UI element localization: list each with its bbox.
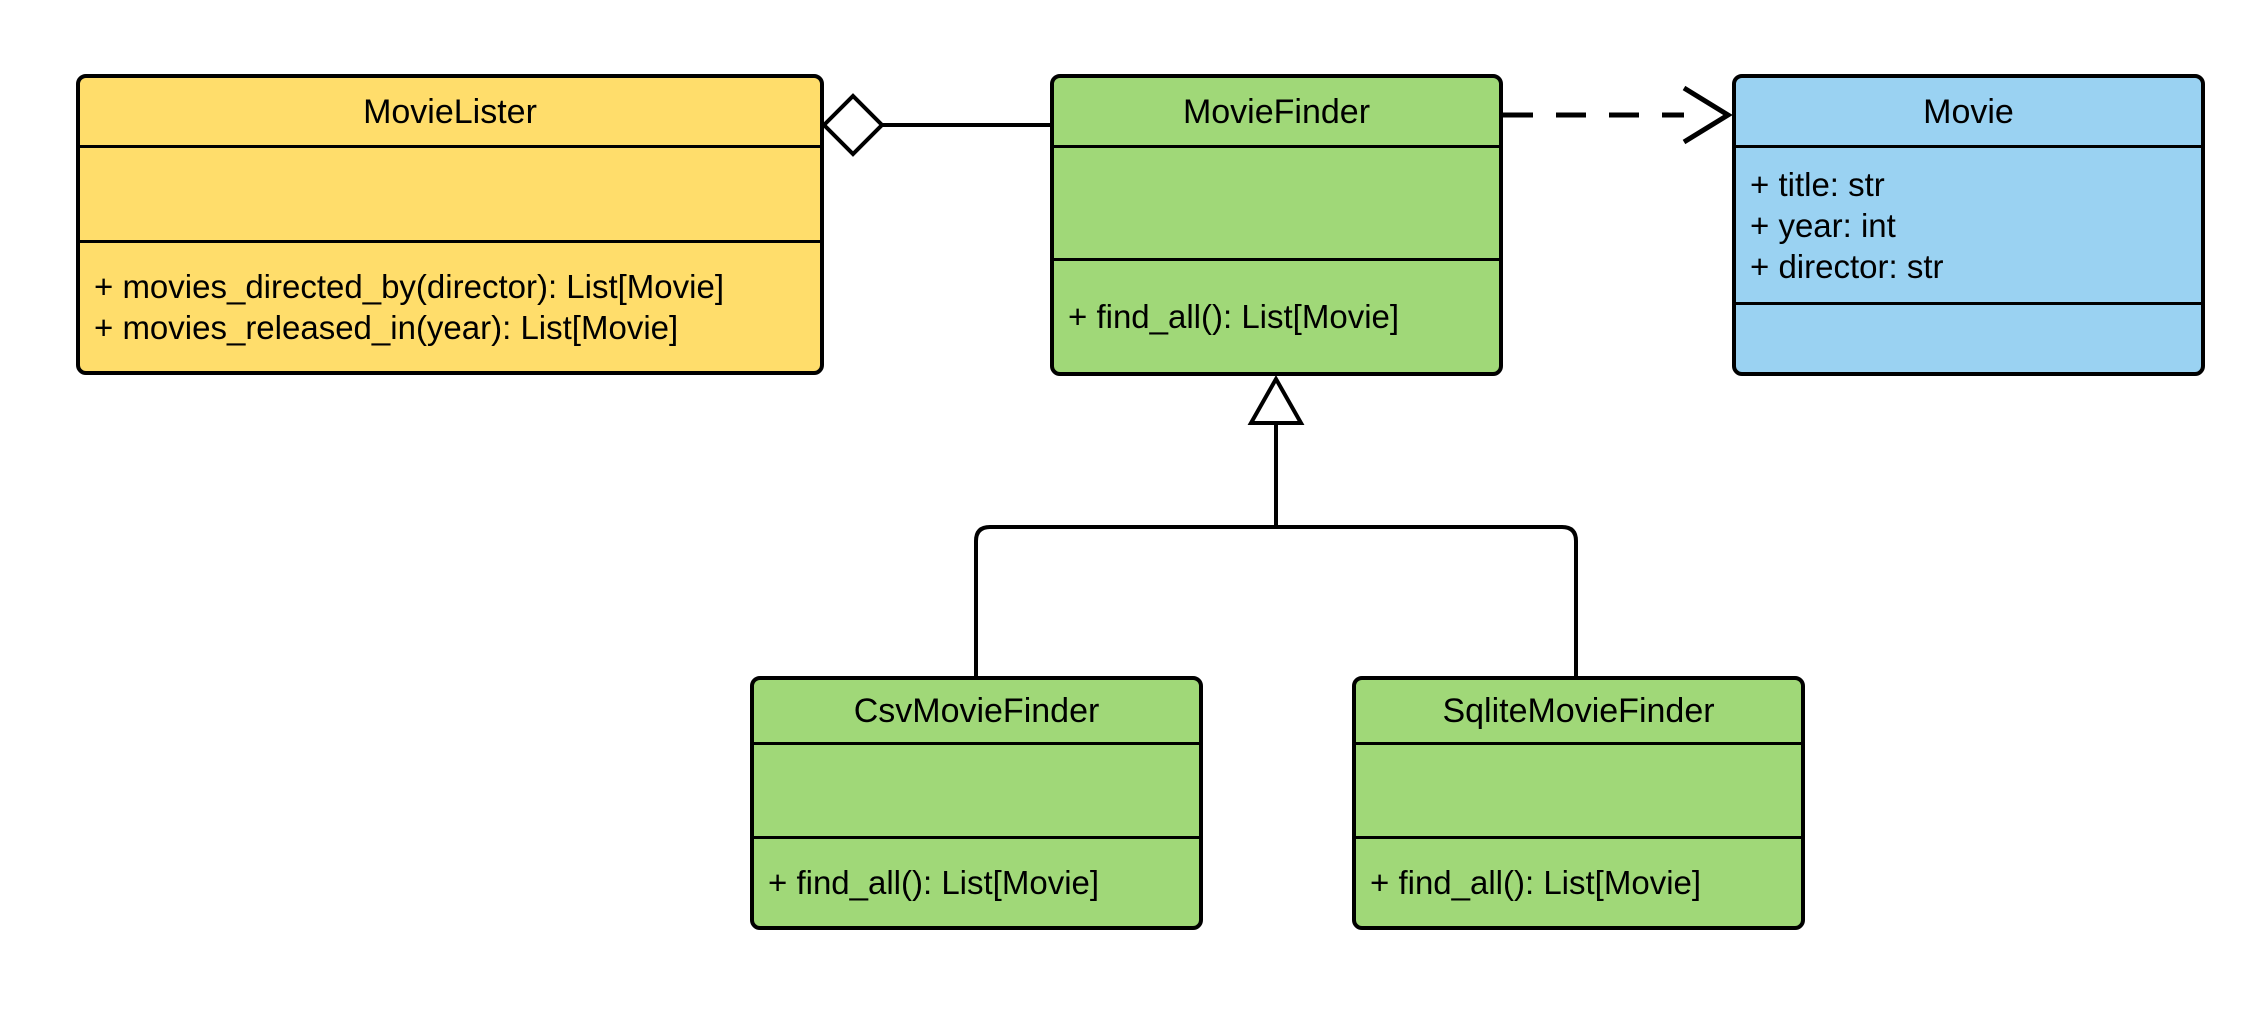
aggregation-diamond-icon [821,93,885,157]
class-methods-section: + find_all(): List[Movie] [1054,261,1499,372]
dependency-connector [1503,85,1733,145]
class-title: CsvMovieFinder [754,680,1199,745]
class-title: MovieLister [80,78,820,148]
class-methods-section: + find_all(): List[Movie] [1356,839,1801,926]
class-methods-section [1736,305,2201,372]
class-title: SqliteMovieFinder [1356,680,1801,745]
inheritance-branch-path [974,525,1578,678]
class-sqlitemoviefinder: SqliteMovieFinder + find_all(): List[Mov… [1352,676,1805,930]
class-method: + find_all(): List[Movie] [1370,864,1702,901]
class-movie: Movie + title: str + year: int + directo… [1732,74,2205,376]
class-method: + movies_directed_by(director): List[Mov… [94,268,724,305]
class-attributes-section [1356,745,1801,839]
dependency-open-arrowhead-icon [1682,85,1733,145]
class-attribute: + year: int [1750,206,1896,244]
class-attributes-section [754,745,1199,839]
class-attributes-section: + title: str + year: int + director: str [1736,148,2201,305]
class-method: + movies_released_in(year): List[Movie] [94,309,679,346]
class-moviefinder: MovieFinder + find_all(): List[Movie] [1050,74,1503,376]
class-title: MovieFinder [1054,78,1499,148]
class-title: Movie [1736,78,2201,148]
class-csvmoviefinder: CsvMovieFinder + find_all(): List[Movie] [750,676,1203,930]
class-attribute: + title: str [1750,165,1885,203]
class-movielister: MovieLister + movies_directed_by(directo… [76,74,824,375]
class-method: + find_all(): List[Movie] [1068,298,1400,335]
class-attributes-section [1054,148,1499,261]
class-attribute: + director: str [1750,247,1944,285]
inheritance-connector [974,374,1578,678]
class-methods-section: + movies_directed_by(director): List[Mov… [80,243,820,371]
class-methods-section: + find_all(): List[Movie] [754,839,1199,926]
class-attributes-section [80,148,820,243]
aggregation-connector [821,93,1050,157]
class-method: + find_all(): List[Movie] [768,864,1100,901]
inheritance-triangle-icon [1247,374,1305,425]
